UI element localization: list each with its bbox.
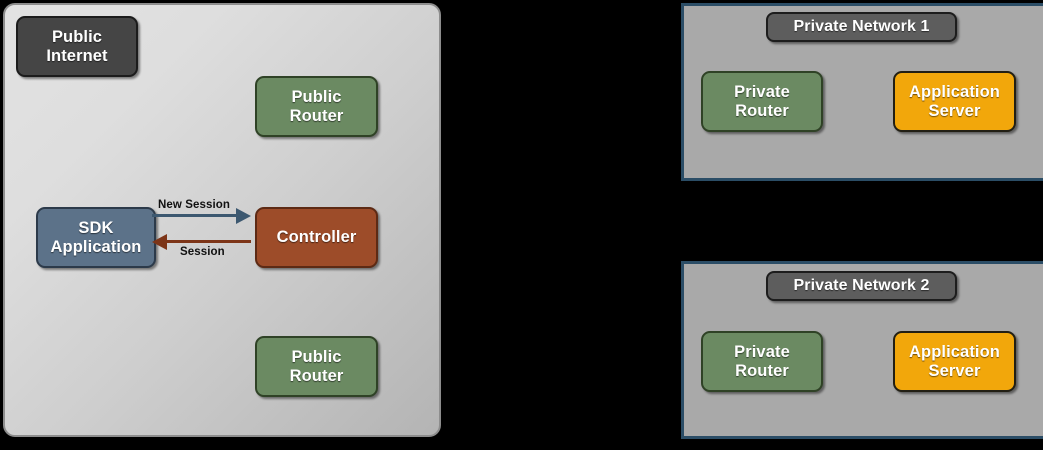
node-public-router-bottom[interactable]: Public Router [255, 336, 378, 397]
arrow-new-session-head-icon [236, 207, 251, 224]
private-network-2-title: Private Network 2 [766, 271, 957, 301]
node-sdk-application[interactable]: SDK Application [36, 207, 156, 268]
arrow-label-session: Session [180, 246, 225, 258]
node-application-server-2[interactable]: Application Server [893, 331, 1016, 392]
arrow-new-session-line [152, 214, 238, 217]
node-private-router-1[interactable]: Private Router [701, 71, 823, 132]
node-controller[interactable]: Controller [255, 207, 378, 268]
node-private-router-2[interactable]: Private Router [701, 331, 823, 392]
node-public-router-top[interactable]: Public Router [255, 76, 378, 137]
public-region-panel: Public Internet Public Router SDK Applic… [3, 3, 441, 437]
node-public-internet[interactable]: Public Internet [16, 16, 138, 77]
arrow-label-new-session: New Session [158, 199, 231, 211]
arrow-session-head-icon [152, 233, 167, 250]
node-application-server-1[interactable]: Application Server [893, 71, 1016, 132]
private-network-1-title: Private Network 1 [766, 12, 957, 42]
arrow-session-line [167, 240, 251, 243]
